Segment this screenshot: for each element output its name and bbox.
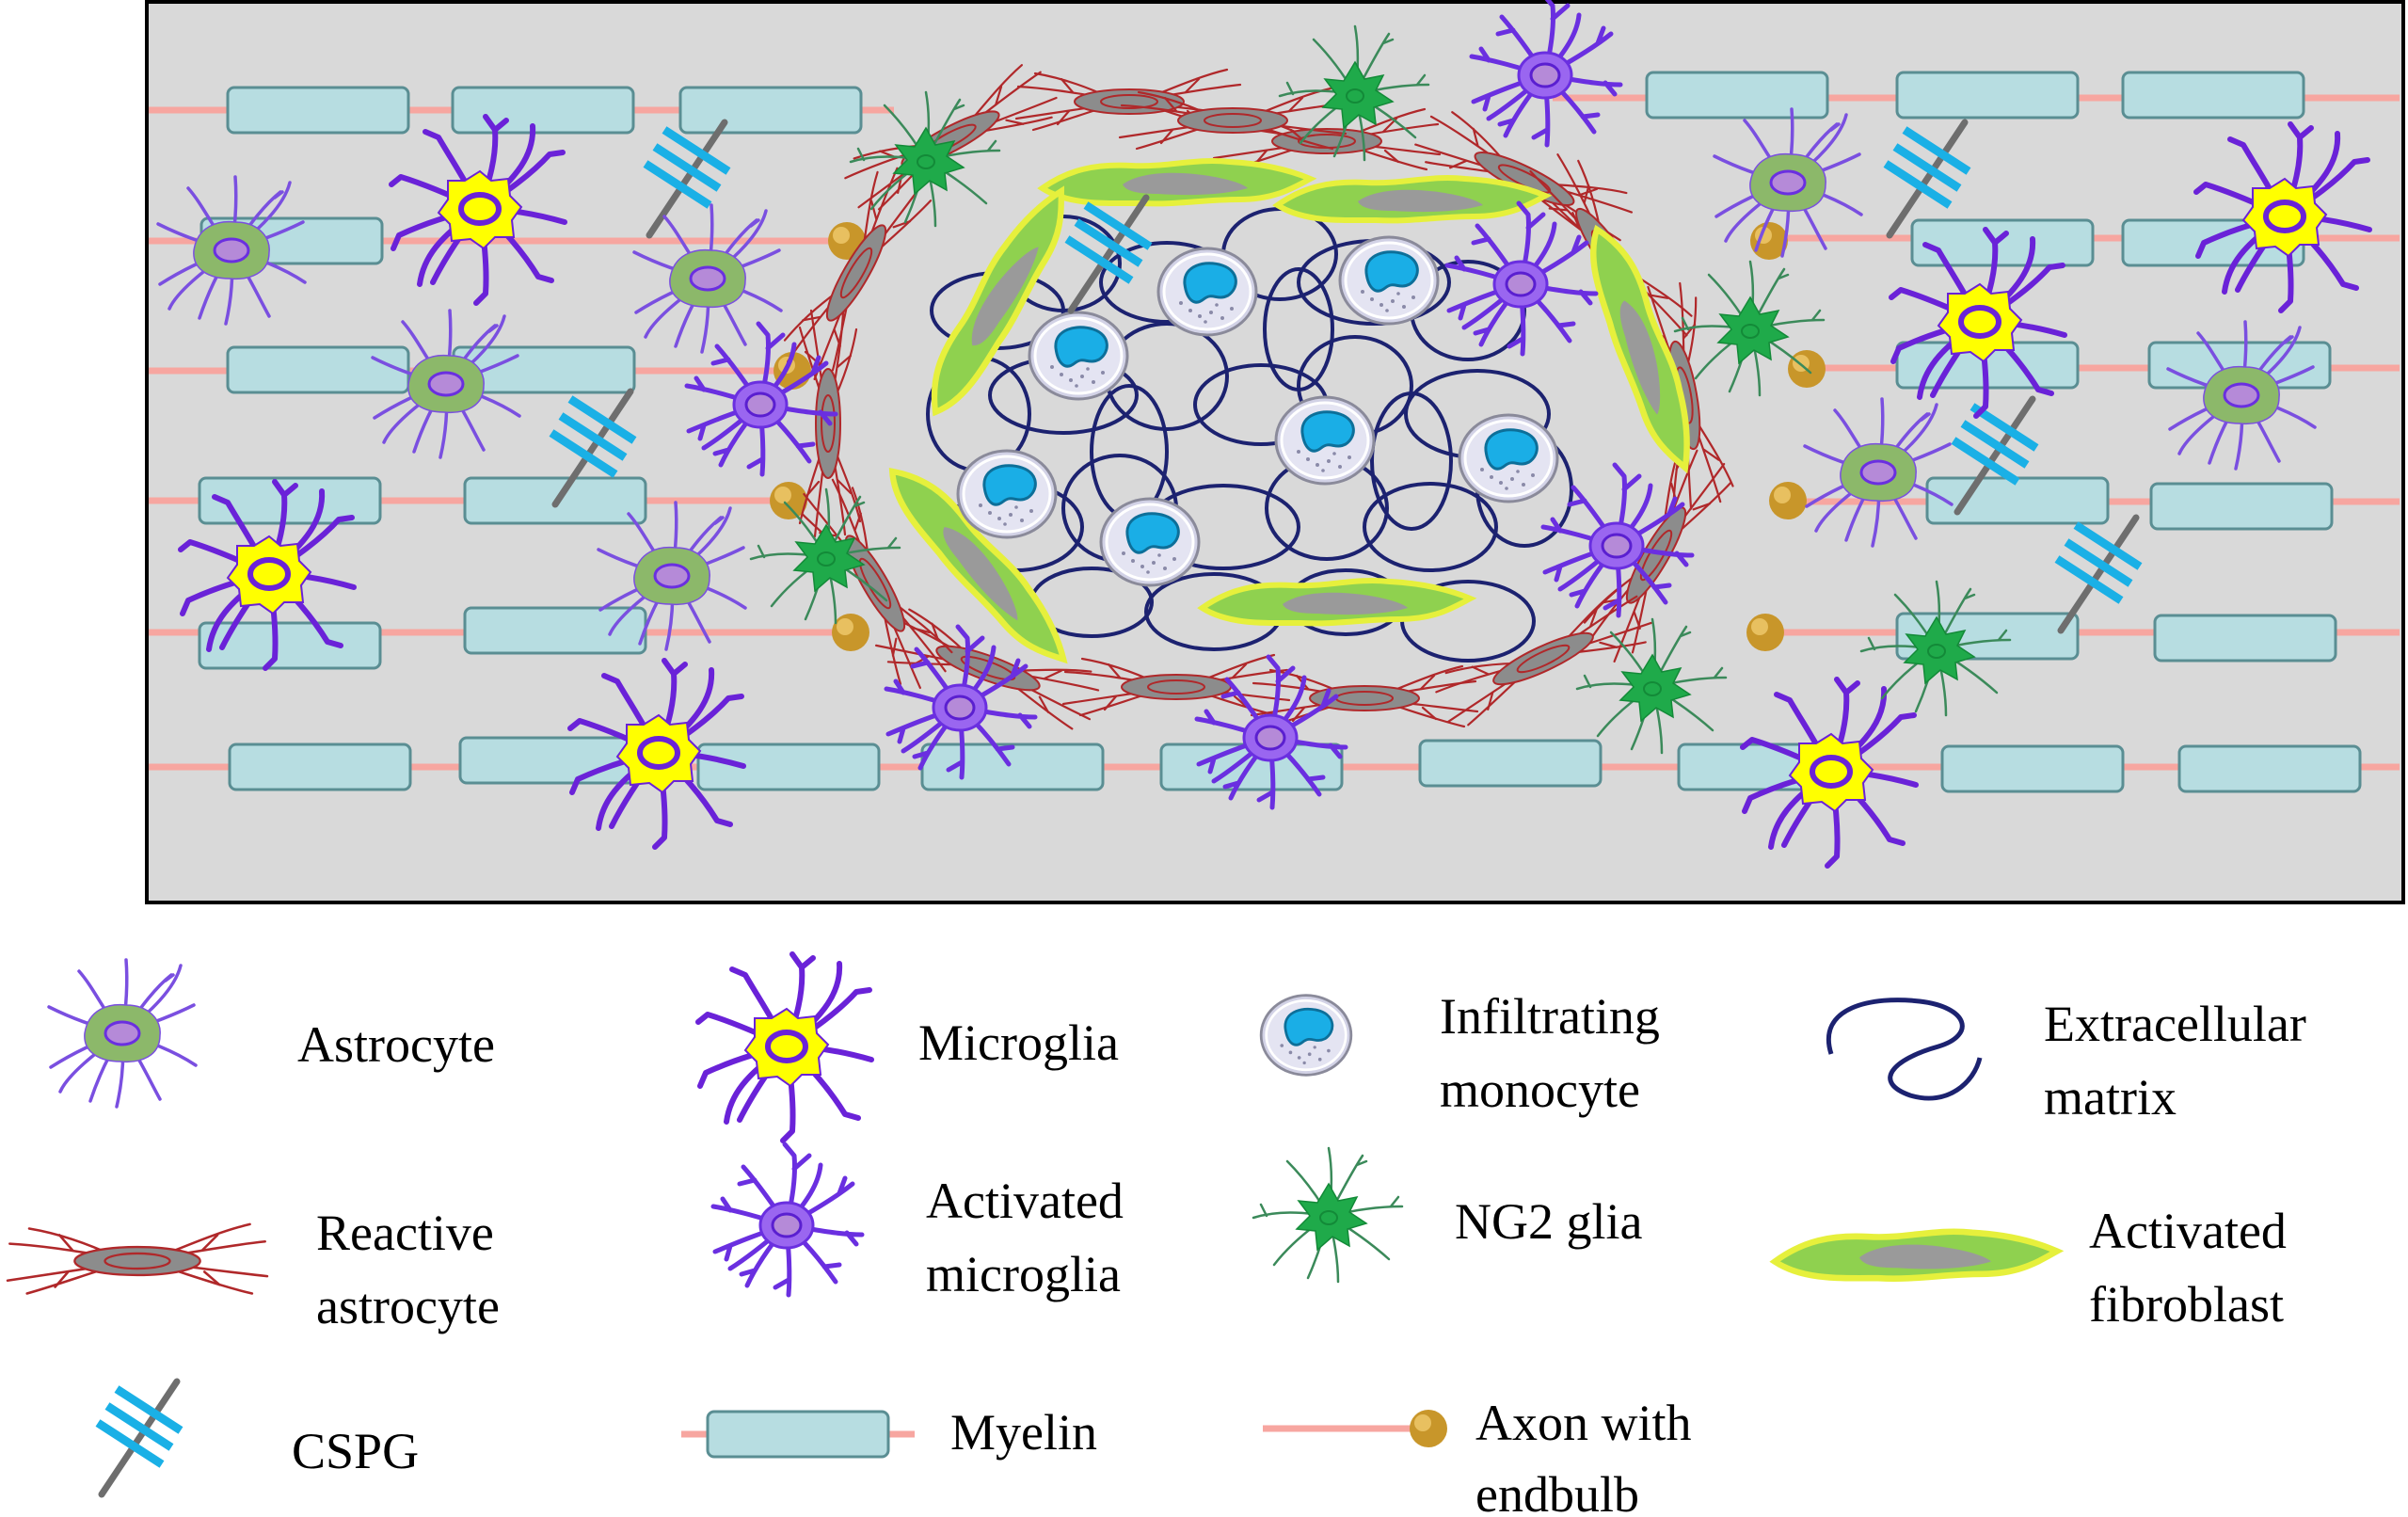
legend-ecm-line1: Extracellular (2044, 996, 2306, 1052)
ng2-glia-icon (1252, 1146, 1404, 1284)
activated-microglia-icon (713, 1144, 862, 1295)
reactive-astrocyte-icon (6, 1222, 269, 1295)
microglia-icon (698, 954, 871, 1141)
monocyte-icon (1259, 994, 1353, 1077)
legend-activated-microglia-line1: Activated (926, 1173, 1124, 1229)
legend-reactive-line2: astrocyte (316, 1278, 500, 1334)
legend-monocyte-line1: Infiltrating (1440, 988, 1660, 1045)
legend-cspg-label: CSPG (292, 1423, 419, 1479)
legend-activated-microglia-line2: microglia (926, 1246, 1121, 1302)
axon-endbulb-icon (1263, 1410, 1447, 1447)
legend-ecm-line2: matrix (2044, 1069, 2177, 1126)
activated-fibroblast-icon (1775, 1232, 2057, 1279)
legend-myelin-label: Myelin (950, 1404, 1097, 1461)
legend-axon-line1: Axon with (1475, 1395, 1692, 1451)
legend-axon-line2: endbulb (1475, 1466, 1639, 1517)
legend-fibroblast-line2: fibroblast (2089, 1276, 2284, 1333)
extracellular-matrix-icon (1826, 998, 1983, 1101)
legend-reactive-line1: Reactive (316, 1205, 494, 1261)
myelin-icon (681, 1410, 915, 1459)
legend-microglia-label: Microglia (918, 1014, 1119, 1071)
legend: Astrocyte Microglia Infiltrating monocyt… (6, 954, 2306, 1517)
cspg-icon (98, 1381, 181, 1494)
legend-monocyte-line2: monocyte (1440, 1062, 1640, 1118)
astrocyte-icon (47, 958, 198, 1109)
legend-astrocyte-label: Astrocyte (297, 1016, 495, 1073)
lesion-panel (145, 0, 2405, 904)
legend-ng2-label: NG2 glia (1455, 1193, 1643, 1250)
legend-fibroblast-line1: Activated (2089, 1203, 2287, 1259)
